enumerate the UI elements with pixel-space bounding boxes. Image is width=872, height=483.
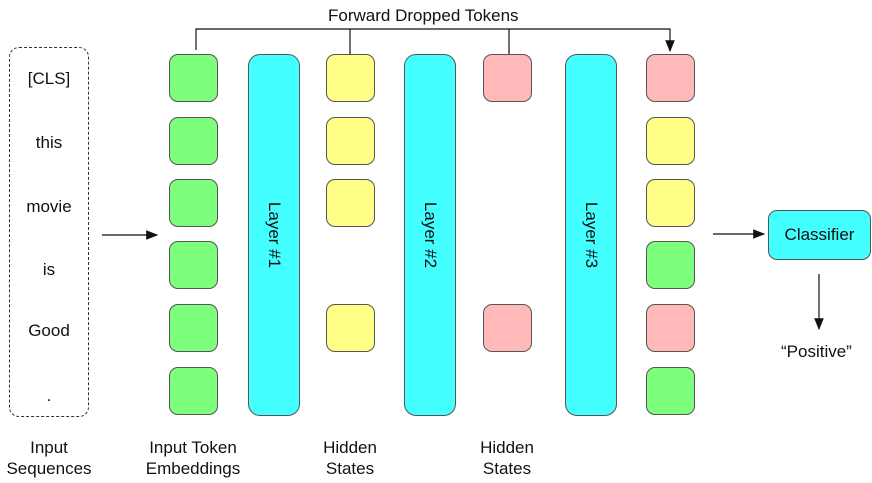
input-token-period: . — [46, 386, 52, 405]
hidden1-token-5 — [326, 304, 375, 352]
layer-3-label: Layer #3 — [582, 201, 601, 269]
embedding-token-6 — [169, 367, 218, 415]
embedding-token-4 — [169, 241, 218, 289]
hidden1-token-3 — [326, 179, 375, 227]
embedding-token-5 — [169, 304, 218, 352]
caption-input-embeddings: Input Token Embeddings — [145, 438, 241, 478]
classifier-box: Classifier — [768, 210, 871, 260]
input-token-cls: [CLS] — [27, 69, 71, 88]
hidden1-token-1 — [326, 54, 375, 102]
input-token-movie: movie — [26, 197, 72, 216]
layer-1-block: Layer #1 — [248, 54, 300, 416]
embedding-token-3 — [169, 179, 218, 227]
caption-hidden-states-2: Hidden States — [480, 438, 534, 478]
layer-2-block: Layer #2 — [404, 54, 456, 416]
caption-hidden-states-1: Hidden States — [323, 438, 377, 478]
caption-input-sequences: Input Sequences — [6, 438, 92, 478]
forward-dropped-tokens-label: Forward Dropped Tokens — [328, 6, 519, 25]
output-token-2 — [646, 117, 695, 165]
layer-3-block: Layer #3 — [565, 54, 617, 416]
hidden2-token-1 — [483, 54, 532, 102]
classifier-label: Classifier — [784, 225, 855, 244]
output-token-3 — [646, 179, 695, 227]
layer-2-label: Layer #2 — [421, 201, 440, 269]
output-label: “Positive” — [781, 342, 852, 361]
input-sequence-box — [9, 47, 89, 417]
embedding-token-2 — [169, 117, 218, 165]
output-token-4 — [646, 241, 695, 289]
output-token-5 — [646, 304, 695, 352]
layer-1-label: Layer #1 — [265, 201, 284, 269]
embedding-token-1 — [169, 54, 218, 102]
output-token-6 — [646, 367, 695, 415]
output-token-1 — [646, 54, 695, 102]
input-token-good: Good — [28, 321, 70, 340]
input-token-this: this — [35, 133, 63, 152]
hidden2-token-5 — [483, 304, 532, 352]
forward-drop-bracket — [195, 28, 675, 53]
hidden1-token-2 — [326, 117, 375, 165]
input-token-is: is — [42, 260, 56, 279]
